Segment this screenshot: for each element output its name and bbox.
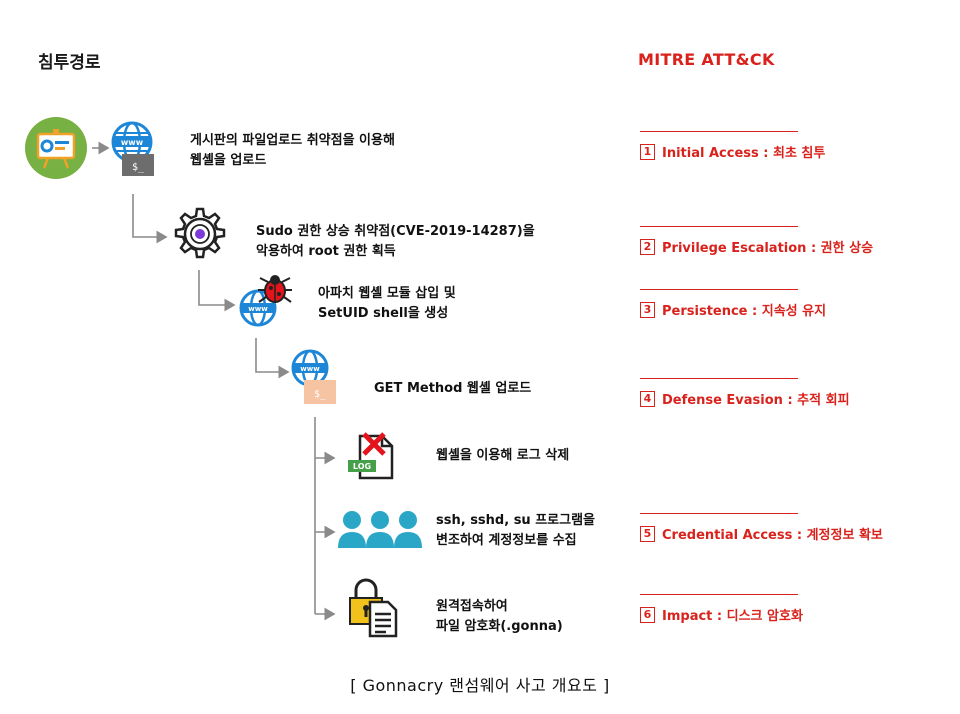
- connector-arrow-get: [255, 338, 290, 379]
- mitre-number-badge: 3: [640, 301, 655, 318]
- mitre-divider-1: [640, 131, 798, 132]
- mitre-divider-5: [640, 513, 798, 514]
- mitre-tactic-2: 2 Privilege Escalation : 권한 상승: [640, 237, 873, 256]
- log-delete-icon: LOG: [348, 432, 394, 480]
- mitre-attack-title: MITRE ATT&CK: [638, 50, 775, 69]
- mitre-tactic-1: 1 Initial Access : 최초 침투: [640, 142, 825, 161]
- mitre-tactic-4: 4 Defense Evasion : 추적 회피: [640, 389, 850, 408]
- lock-document-icon: [349, 578, 398, 638]
- mitre-tactic-label: Impact : 디스크 암호화: [662, 609, 803, 624]
- connector-arrow-bug: [198, 270, 236, 312]
- globe-terminal-icon: www $_: [111, 121, 154, 176]
- mitre-number-badge: 4: [640, 390, 655, 407]
- mitre-number-badge: 5: [640, 525, 655, 542]
- svg-text:LOG: LOG: [353, 462, 371, 471]
- mitre-number-badge: 6: [640, 606, 655, 623]
- svg-text:www: www: [300, 365, 320, 373]
- mitre-tactic-label: Initial Access : 최초 침투: [662, 146, 826, 161]
- mitre-number-badge: 2: [640, 238, 655, 255]
- mitre-tactic-label: Credential Access : 계정정보 확보: [662, 528, 883, 543]
- step-3-text: 아파치 웹셸 모듈 삽입 및 SetUID shell을 생성: [318, 286, 456, 321]
- mitre-tactic-label: Privilege Escalation : 권한 상승: [662, 241, 874, 256]
- step-6-text: ssh, sshd, su 프로그램을 변조하여 계정정보를 수집: [436, 513, 596, 548]
- step-7-text: 원격접속하여 파일 암호화(.gonna): [436, 599, 563, 634]
- mitre-divider-2: [640, 226, 798, 227]
- mitre-divider-4: [640, 378, 798, 379]
- diagram-caption: [ Gonnacry 랜섬웨어 사고 개요도 ]: [350, 676, 610, 695]
- mitre-number-badge: 1: [640, 143, 655, 160]
- mitre-tactic-5: 5 Credential Access : 계정정보 확보: [640, 524, 883, 543]
- connector-arrow-gear: [132, 194, 168, 244]
- mitre-tactic-label: Defense Evasion : 추적 회피: [662, 393, 850, 408]
- mitre-tactic-label: Persistence : 지속성 유지: [662, 304, 827, 319]
- mitre-tactic-6: 6 Impact : 디스크 암호화: [640, 605, 803, 624]
- gear-icon: [174, 207, 226, 259]
- step-5-text: 웹셸을 이용해 로그 삭제: [436, 448, 570, 463]
- svg-text:www: www: [248, 305, 268, 313]
- presentation-board-icon: [25, 117, 87, 179]
- svg-text:$_: $_: [132, 162, 145, 173]
- mitre-divider-6: [640, 594, 798, 595]
- users-icon: [338, 511, 422, 548]
- globe-terminal-icon-light: www $_: [291, 349, 336, 404]
- mitre-tactic-3: 3 Persistence : 지속성 유지: [640, 300, 826, 319]
- attack-path-title: 침투경로: [38, 53, 101, 73]
- svg-text:www: www: [121, 138, 144, 147]
- bug-globe-icon: www: [239, 275, 292, 327]
- step-2-text: Sudo 권한 상승 취약점(CVE-2019-14287)을 악용하여 roo…: [256, 224, 535, 259]
- svg-text:$_: $_: [314, 389, 327, 400]
- step-4-text: GET Method 웹셸 업로드: [374, 381, 532, 396]
- step-1-text: 게시판의 파일업로드 취약점을 이용해 웹셸을 업로드: [190, 133, 395, 168]
- mitre-divider-3: [640, 289, 798, 290]
